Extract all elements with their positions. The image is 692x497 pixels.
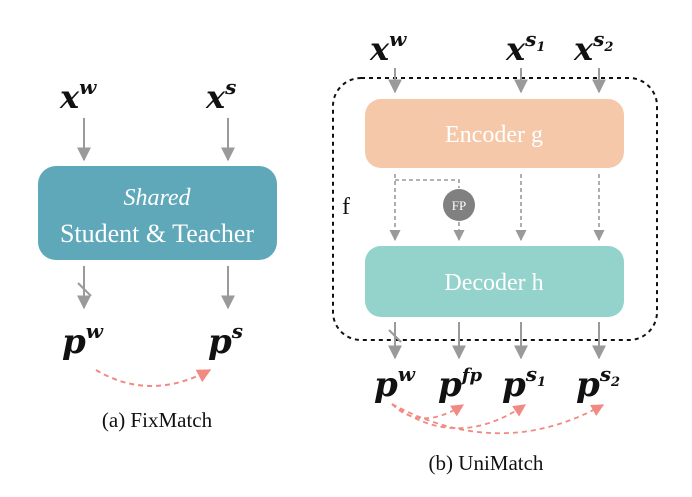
fixmatch-input-strong: xs <box>205 75 236 116</box>
unimatch-consistency-arrow-strong2 <box>391 403 605 435</box>
fixmatch-output-weak: pw <box>62 319 104 362</box>
encoder-label: Encoder g <box>445 122 543 148</box>
shared-box-label: Student & Teacher <box>60 219 254 248</box>
model-f-dashed-border <box>332 77 658 341</box>
fixmatch-caption: (a) FixMatch <box>102 408 213 432</box>
unimatch-output-strong2: ps2 <box>576 362 620 405</box>
decoder-box <box>365 246 624 317</box>
unimatch-caption: (b) UniMatch <box>429 451 544 475</box>
model-f-label: f <box>342 194 350 220</box>
unimatch-output-strong1: ps1 <box>502 362 546 405</box>
shared-box-label-italic: Shared <box>123 185 191 211</box>
unimatch-panel: xw xs1 xs2 f Encoder g FP Decoder h <box>332 27 658 475</box>
shared-student-teacher-box <box>38 166 277 260</box>
fixmatch-panel: xw xs Shared Student & Teacher pw ps (a)… <box>38 75 277 432</box>
unimatch-consistency-arrow-fp <box>391 403 465 420</box>
unimatch-input-weak: xw <box>369 27 407 68</box>
unimatch-stop-gradient-mark <box>388 329 402 343</box>
fixmatch-consistency-arrow <box>95 369 212 387</box>
unimatch-output-fp: pfp <box>438 365 483 405</box>
decoder-label: Decoder h <box>444 270 543 296</box>
fixmatch-stop-gradient-mark <box>77 282 92 297</box>
fp-branch-line <box>395 179 460 188</box>
unimatch-output-weak: pw <box>374 362 416 405</box>
encoder-box <box>365 99 624 168</box>
fp-label: FP <box>452 198 466 213</box>
fixmatch-output-strong: ps <box>208 319 243 362</box>
unimatch-input-strong2: xs2 <box>573 27 613 68</box>
fp-circle <box>443 189 475 221</box>
fixmatch-input-weak: xw <box>59 75 97 116</box>
unimatch-input-strong1: xs1 <box>505 27 545 68</box>
